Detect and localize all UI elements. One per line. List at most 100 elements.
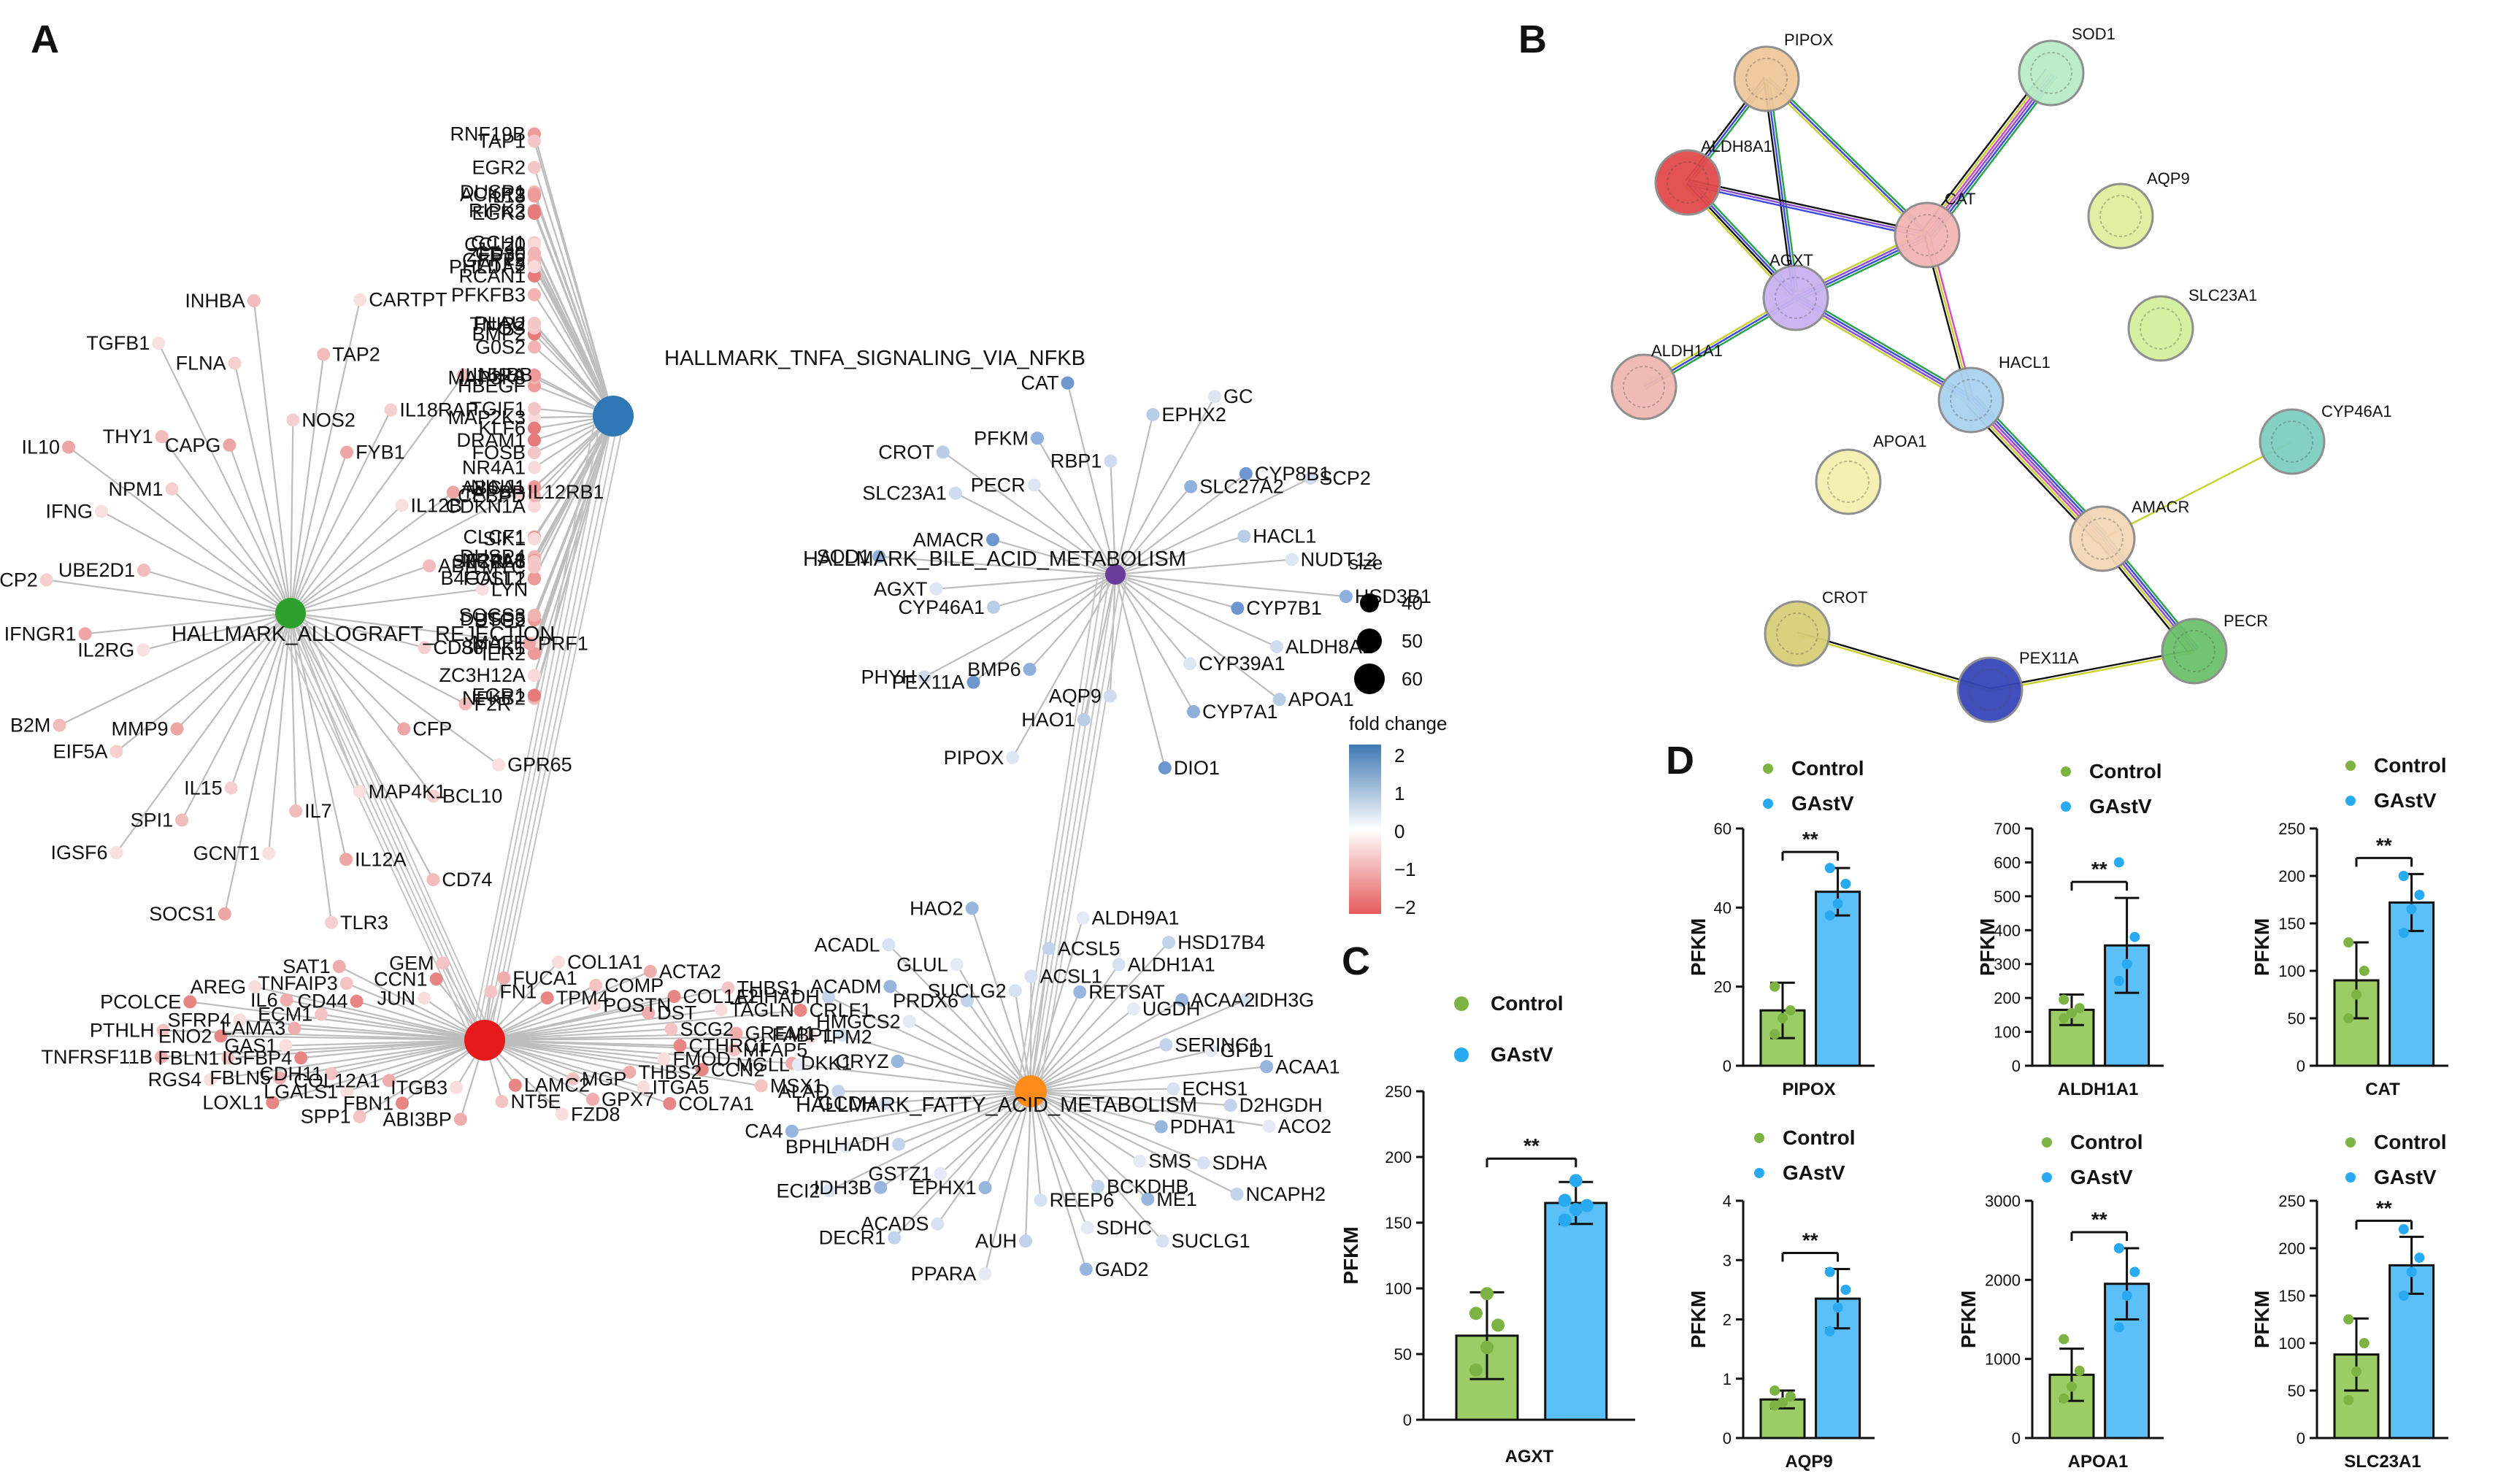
gene-node-fabp1 [835,1028,849,1042]
edge-emt-lgals1 [346,1039,485,1093]
gene-label-fzd8: FZD8 [571,1103,620,1125]
gene-node-thy1 [155,430,169,444]
edge-bile-slc27a2 [1115,486,1192,575]
gene-label-il15ra: IL15RA [460,364,526,386]
gene-node-sdha [1196,1156,1210,1170]
hub-label-allo: HALLMARK_ALLOGRAFT_REJECTION [172,623,555,646]
gene-node-aldh9a1 [1076,911,1090,925]
gene-label-b2m: B2M [10,715,51,737]
gene-label-map3k8: MAP3K8 [447,367,526,389]
data-point-gastv [2398,871,2409,881]
gene-node-egr1 [528,688,541,702]
gene-label-agxt: AGXT [874,578,928,600]
edge-tnfa-cd80 [534,253,614,417]
gene-label-alad: ALAD [778,1080,830,1102]
edge-fatty-sdhc [1029,1091,1088,1229]
gene-label-tpm4: TPM4 [556,987,609,1009]
gene-node-idh3b [874,1180,888,1194]
legend-label-control: Control [1783,1126,1856,1149]
edge-fatty-ephx1 [984,1091,1031,1188]
edge-fatty-aldh1a1 [1030,964,1120,1092]
ppi-node-aqp9: AQP9 [2087,169,2190,250]
gene-node-hsd3b1 [1339,590,1353,604]
gene-node-eif5a [109,745,123,758]
y-tick-label-60: 60 [1714,820,1732,838]
gene-node-cdh11 [324,1067,338,1081]
gene-label-pipox: PIPOX [944,747,1004,769]
y-tick-label-100: 100 [2278,962,2305,980]
edge-emt-mfap5 [484,1039,734,1051]
edge-allo-cartpt [289,299,361,614]
gene-label-spp1: SPP1 [301,1106,351,1128]
gene-node-ugdh [1126,1002,1140,1016]
gene-node-tgfb1 [152,337,166,350]
cross-edge-emt-tnfa [475,415,602,1041]
gene-node-bckdhb [1091,1180,1105,1193]
gene-label-fbln1: FBLN1 [158,1047,219,1069]
gene-label-areg: AREG [191,976,247,998]
protein-structure-icon [1950,379,1992,421]
gene-node-mfap5 [727,1043,741,1057]
ppi-edge-agxt-hacl1 [1796,296,1972,400]
legend-label-control: Control [2070,1131,2143,1153]
y-axis-title: PFKM [2251,1291,2273,1348]
gene-node-mgll [791,1058,805,1072]
protein-structure-icon [1906,214,1948,256]
gene-label-sik1: SIK1 [483,528,526,550]
gene-label-sfrp4: SFRP4 [167,1009,231,1031]
edge-emt-thbs2 [484,1039,630,1073]
ppi-node-aldh8a1: ALDH8A1 [1654,137,1772,216]
gene-node-sod1 [872,550,886,564]
ppi-label-crot: CROT [1822,588,1867,607]
edge-bile-cyp39a1 [1115,574,1191,664]
edge-fatty-acads [937,1091,1031,1225]
gene-label-sdhc: SDHC [1096,1217,1153,1239]
ppi-node-pipox: PIPOX [1733,31,1834,112]
gene-label-ephx1: EPHX1 [912,1177,977,1199]
gene-node-tpm4 [540,991,554,1005]
gene-label-col7a1: COL7A1 [678,1093,754,1115]
edge-fatty-gcdh [885,1090,1031,1104]
protein-structure-icon [1745,58,1788,100]
legend-dot-gastv [2345,796,2356,806]
gene-node-tap2 [317,347,331,361]
hub-label-bile: HALLMARK_BILE_ACID_METABOLISM [803,547,1186,571]
x-axis-title: ALDH1A1 [2058,1080,2139,1099]
edge-allo-gpr65 [290,612,499,766]
gene-label-lcp2: LCP2 [0,569,38,591]
gene-label-fosb: FOSB [472,442,526,464]
gene-label-nudt12: NUDT12 [1301,549,1377,571]
gene-label-mgp: MGP [582,1068,627,1090]
ppi-edge-pipox-cat [1766,78,1928,236]
edge-fatty-ncaph2 [1030,1091,1237,1195]
gene-node-b4galt1 [528,571,541,585]
data-point-gastv [2398,1224,2409,1234]
gene-label-rnf19b: RNF19B [450,123,526,145]
gene-label-gch1: GCH1 [471,232,526,254]
gene-label-retsat: RETSAT [1088,981,1165,1003]
y-tick-label-300: 300 [1994,956,2021,974]
gene-label-phlda2: PHLDA2 [449,255,526,277]
gene-label-nr4a1: NR4A1 [462,456,526,478]
gene-node-cyp39a1 [1183,657,1197,671]
data-point-gastv [2129,931,2140,942]
gene-node-agxt [929,582,943,596]
ppi-node-circle [1894,201,1961,269]
gene-node-aco2 [1262,1120,1276,1134]
data-point-gastv [2113,975,2124,986]
protein-structure-icon [2271,420,2313,463]
gene-node-capg [223,438,237,452]
gene-node-igsf6 [109,846,123,860]
gene-label-cyp39a1: CYP39A1 [1199,653,1285,674]
gene-label-ube2d1: UBE2D1 [58,559,135,581]
data-point-gastv [2414,890,2425,900]
gene-label-col1a2: COL1A2 [683,985,759,1007]
gene-label-dst: DST [657,1002,696,1024]
legend-label-control: Control [2374,754,2447,777]
y-tick-label-250: 250 [1385,1083,1412,1101]
edge-allo-il15 [230,612,292,788]
gene-node-amacr [986,533,1000,547]
y-axis-title: PFKM [2251,918,2273,976]
gene-node-bphl [839,1140,853,1154]
